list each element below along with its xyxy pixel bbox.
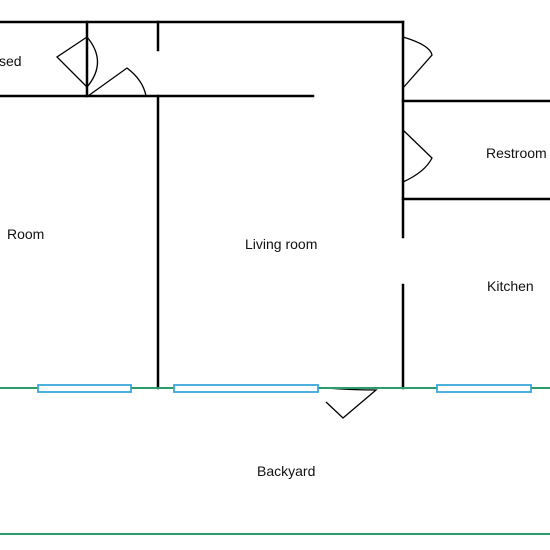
door-backyard[interactable]	[325, 387, 378, 419]
label-restroom: Restroom	[486, 145, 547, 161]
label-kitchen: Kitchen	[487, 278, 534, 294]
label-living-room: Living room	[245, 236, 317, 252]
window-right	[436, 384, 532, 393]
label-closed: sed	[0, 53, 22, 69]
door-closet[interactable]	[55, 36, 99, 88]
door-top-right[interactable]	[402, 36, 433, 89]
windows	[37, 384, 532, 393]
room-labels: sed Room Living room Restroom Kitchen Ba…	[0, 53, 547, 479]
label-room: Room	[7, 226, 44, 242]
window-left	[37, 384, 132, 393]
door-restroom[interactable]	[402, 129, 433, 183]
doors	[55, 36, 433, 419]
label-backyard: Backyard	[257, 463, 315, 479]
window-center	[173, 384, 319, 393]
door-upper-hall[interactable]	[87, 67, 147, 97]
walls	[0, 20, 550, 390]
